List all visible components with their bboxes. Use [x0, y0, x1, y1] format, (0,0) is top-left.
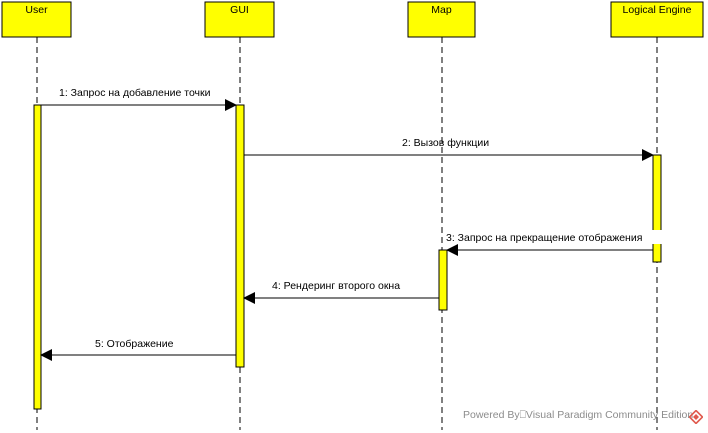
message-3-label-bg	[443, 230, 663, 244]
lifeline-map-label: Map	[431, 4, 452, 16]
lifeline-user-label: User	[25, 4, 48, 16]
lifeline-user-box[interactable]	[1, 1, 72, 38]
activation-bar-gui[interactable]	[235, 104, 245, 368]
message-4-label: 4: Рендеринг второго окна	[272, 280, 400, 292]
lifeline-user[interactable]: User	[1, 1, 72, 430]
message-4[interactable]: 4: Рендеринг второго окна	[243, 280, 439, 304]
activation-bar-map[interactable]	[438, 249, 448, 311]
message-5-label: 5: Отображение	[95, 338, 174, 350]
activation-bar-engine[interactable]	[652, 154, 662, 263]
message-3-label: 3: Запрос на прекращение отображения	[446, 232, 642, 244]
lifeline-logical-engine-label: Logical Engine	[623, 4, 692, 16]
lifeline-gui-box[interactable]	[204, 1, 275, 38]
visual-paradigm-logo-icon	[689, 410, 703, 424]
message-1[interactable]: 1: Запрос на добавление точки	[41, 87, 237, 111]
lifeline-gui-label: GUI	[230, 4, 249, 16]
lifeline-gui[interactable]: GUI	[204, 1, 275, 430]
watermark-text: Powered By⎕Visual Paradigm Community Edi…	[463, 409, 694, 421]
lifeline-map[interactable]: Map	[407, 1, 476, 430]
message-2-label: 2: Вызов функции	[402, 137, 489, 149]
message-5[interactable]: 5: Отображение	[40, 338, 236, 361]
message-2[interactable]: 2: Вызов функции	[244, 137, 654, 161]
lifeline-map-box[interactable]	[407, 1, 476, 38]
message-3[interactable]: 3: Запрос на прекращение отображения	[443, 230, 663, 256]
activation-bar-user[interactable]	[33, 104, 42, 410]
lifeline-logical-engine[interactable]: Logical Engine	[610, 1, 704, 430]
lifeline-logical-engine-box[interactable]	[610, 1, 704, 38]
message-1-label: 1: Запрос на добавление точки	[59, 87, 211, 99]
